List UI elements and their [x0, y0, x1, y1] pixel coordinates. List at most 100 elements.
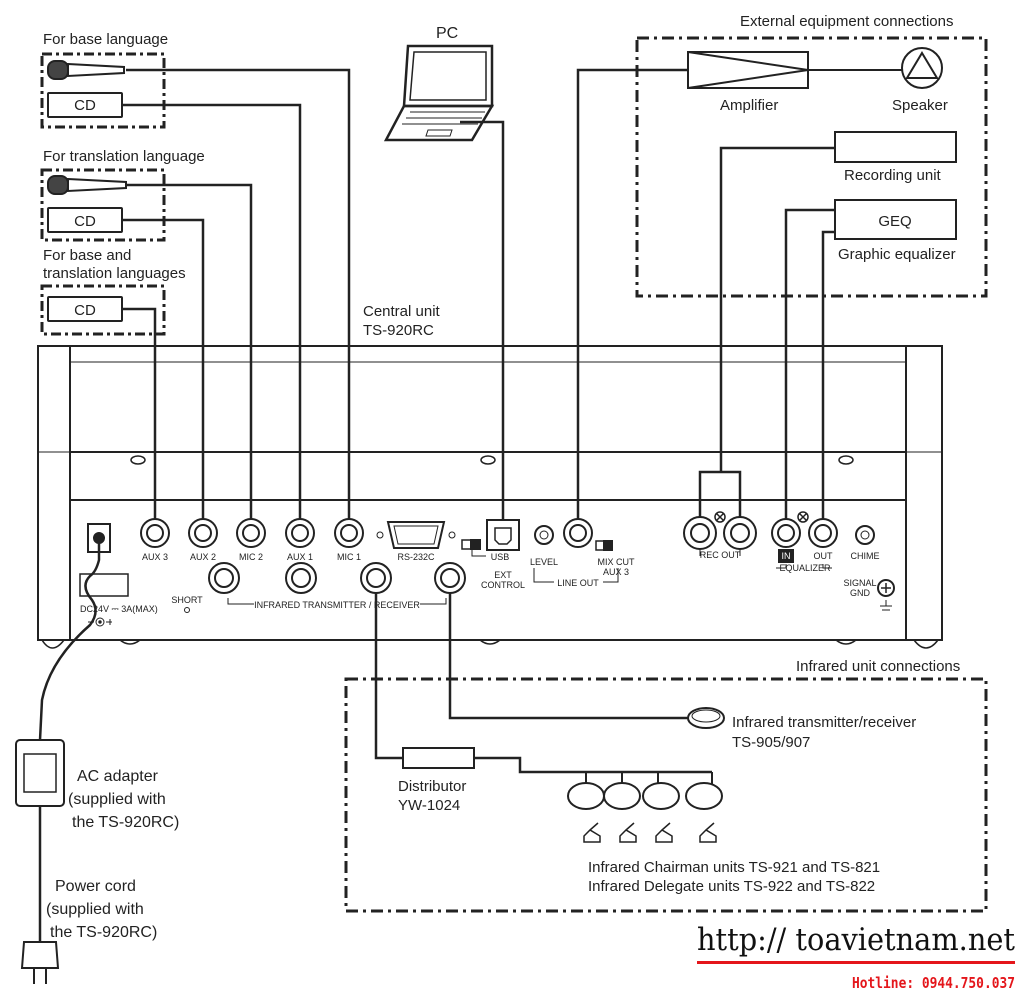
translation-language-group	[40, 168, 166, 242]
central-unit-label-2: TS-920RC	[363, 322, 434, 339]
screw-icon	[714, 511, 809, 523]
microphone-icon	[47, 175, 127, 195]
panel-mix-cut: MIX CUT	[598, 557, 636, 567]
speaker-icon	[901, 47, 943, 89]
power-cord-label-2: (supplied with	[46, 901, 144, 918]
eq-out-jack	[808, 518, 838, 548]
short-indicator	[184, 607, 190, 613]
ir-connector-4	[434, 562, 466, 594]
chime-knob	[855, 525, 875, 545]
panel-level: LEVEL	[530, 557, 558, 567]
panel-usb: USB	[491, 552, 510, 562]
ir-transceiver-icon	[687, 707, 725, 729]
watermark-underline	[697, 961, 1015, 964]
conference-unit-icon	[567, 772, 723, 810]
panel-ext: EXT	[494, 570, 512, 580]
panel-rs232c: RS-232C	[397, 552, 435, 562]
panel-mic1: MIC 1	[337, 552, 361, 562]
amplifier-label: Amplifier	[720, 97, 778, 114]
panel-aux3: AUX 3	[142, 552, 168, 562]
ac-adapter-icon	[15, 739, 65, 807]
microphone-icon	[47, 60, 125, 80]
laptop-icon	[383, 44, 495, 142]
chairman-units-label: Infrared Chairman units TS-921 and TS-82…	[588, 859, 880, 876]
screw-icon	[130, 455, 854, 465]
label-both-line2: translation languages	[43, 265, 186, 282]
amplifier-icon	[687, 51, 809, 89]
panel-aux2: AUX 2	[190, 552, 216, 562]
panel-rec-out: REC OUT	[700, 550, 741, 560]
level-knob	[534, 525, 554, 545]
rec-out-right-jack	[723, 516, 757, 550]
label-translation-language: For translation language	[43, 148, 205, 165]
panel-short: SHORT	[171, 595, 203, 605]
ir-connector-1	[208, 562, 240, 594]
panel-dc-rating: DC24V ⎓ 3A(MAX)	[80, 604, 158, 614]
panel-aux3-small: AUX 3	[603, 567, 629, 577]
distributor-label-2: YW-1024	[398, 797, 460, 814]
label-both-line1: For base and	[43, 247, 131, 264]
panel-out: OUT	[814, 551, 834, 561]
cd-label: CD	[74, 97, 96, 114]
ac-adapter-label-2: (supplied with	[68, 791, 166, 808]
rec-out-left-jack	[683, 516, 717, 550]
cables	[38, 68, 835, 942]
external-title: External equipment connections	[740, 13, 953, 30]
ground-terminal-icon	[877, 579, 895, 611]
mic2-jack	[236, 518, 266, 548]
ext-control-switch	[461, 539, 481, 550]
rs232c-port	[376, 521, 456, 549]
delegate-units-label: Infrared Delegate units TS-922 and TS-82…	[588, 878, 875, 895]
watermark-url: http:// toavietnam.net	[697, 922, 1015, 958]
speaker-label: Speaker	[892, 97, 948, 114]
panel-ir-txrx: INFRARED TRANSMITTER / RECEIVER	[254, 600, 420, 610]
geq-unit	[834, 199, 957, 240]
panel-mic2: MIC 2	[239, 552, 263, 562]
infrared-units-group	[344, 677, 988, 913]
panel-gnd: GND	[850, 588, 871, 598]
label-base-language: For base language	[43, 31, 168, 48]
panel-aux1: AUX 1	[287, 552, 313, 562]
base-language-group	[40, 52, 166, 129]
aux3-jack	[140, 518, 170, 548]
panel-equalizer: EQUALIZER	[779, 563, 831, 573]
panel-in: IN	[782, 551, 791, 561]
cd-label: CD	[74, 302, 96, 319]
infrared-title: Infrared unit connections	[796, 658, 960, 675]
panel-line-out: LINE OUT	[557, 578, 599, 588]
ir-transceiver-label-1: Infrared transmitter/receiver	[732, 714, 916, 731]
eq-in-jack	[771, 518, 801, 548]
recording-unit-label: Recording unit	[844, 167, 942, 184]
dc-input-jack	[79, 523, 129, 597]
power-plug-icon	[20, 941, 60, 984]
dc-polarity-icon	[88, 617, 112, 627]
cd-label: CD	[74, 213, 96, 230]
panel-brackets	[227, 550, 832, 605]
aux2-jack	[188, 518, 218, 548]
central-unit	[37, 345, 943, 649]
ir-transceiver-label-2: TS-905/907	[732, 734, 810, 751]
panel-control: CONTROL	[481, 580, 525, 590]
power-cord-label-3: the TS-920RC)	[50, 924, 157, 941]
panel-signal: SIGNAL	[843, 578, 876, 588]
watermark-hotline: Hotline: 0944.750.037	[852, 974, 1015, 992]
graphic-equalizer-label: Graphic equalizer	[838, 246, 956, 263]
mic1-jack	[334, 518, 364, 548]
mix-cut-switch	[595, 540, 613, 551]
geq-label: GEQ	[878, 213, 911, 230]
ir-connector-3	[360, 562, 392, 594]
microphone-unit-icon	[583, 822, 717, 843]
power-cord-label-1: Power cord	[55, 878, 136, 895]
panel-chime: CHIME	[851, 551, 880, 561]
recording-unit	[834, 131, 957, 163]
ac-adapter-label-3: the TS-920RC)	[72, 814, 179, 831]
central-unit-label-1: Central unit	[363, 303, 441, 320]
eq-in-badge	[778, 549, 794, 563]
usb-port	[486, 519, 520, 551]
line-out-jack	[563, 518, 593, 548]
distributor-label-1: Distributor	[398, 778, 466, 795]
rubber-foot-icon	[41, 639, 939, 649]
ir-connector-2	[285, 562, 317, 594]
ac-adapter-label-1: AC adapter	[77, 768, 159, 785]
